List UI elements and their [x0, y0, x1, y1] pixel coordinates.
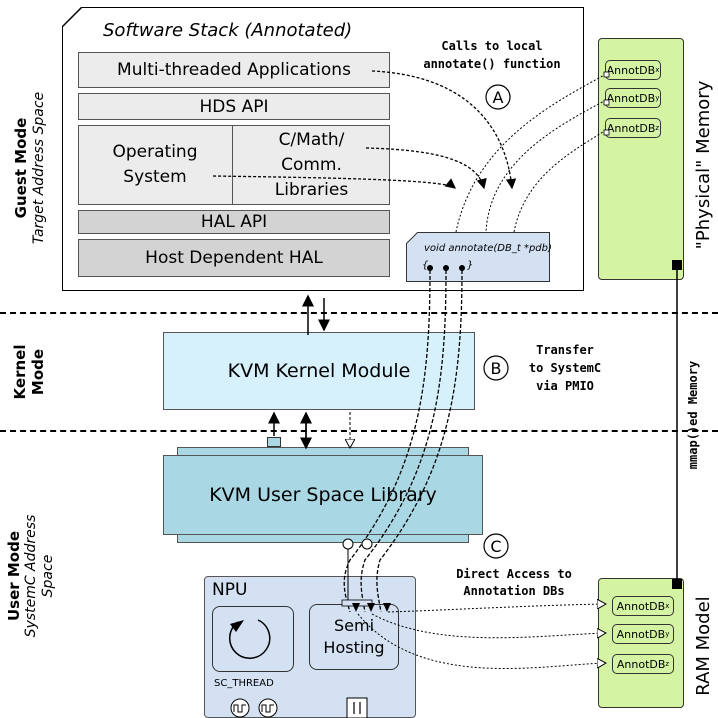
npu-title: NPU — [212, 580, 248, 600]
calls-note: Calls to local annotate() function — [392, 37, 592, 73]
semi-link-3 — [376, 269, 463, 613]
layer-operating-system: Operating System — [78, 125, 233, 205]
kvm-user-space-library-label: KVM User Space Library — [209, 484, 437, 506]
call-arrow-os — [212, 175, 457, 189]
kvm-user-space-library: KVM User Space Library — [163, 455, 483, 535]
layer-hds-api-label: HDS API — [199, 96, 269, 117]
layer-os-group — [78, 125, 390, 205]
db-link-z — [513, 129, 607, 233]
marker-c-icon: C — [483, 533, 509, 559]
io-port-icon — [346, 697, 368, 718]
transfer-note-line2: to SystemC — [528, 361, 602, 375]
direct-access-line1: Direct Access to — [456, 567, 572, 581]
layer-applications-label: Multi-threaded Applications — [117, 60, 351, 80]
separator-kernel-user — [0, 430, 718, 432]
layer-hal-api: HAL API — [78, 210, 390, 234]
sc-thread-label: SC_THREAD — [214, 678, 274, 689]
ram-link-y — [371, 613, 606, 638]
lib-line1: C/Math/ — [278, 129, 345, 150]
transfer-note-line3: via PMIO — [536, 379, 594, 393]
call-arrow-libs — [365, 147, 487, 190]
lib-line3: Libraries — [274, 179, 349, 200]
library-port — [267, 437, 281, 447]
marker-a-text: A — [493, 88, 504, 107]
ram-link-x — [387, 604, 606, 613]
clock-port-icon-1 — [230, 698, 250, 718]
software-stack-title: Software Stack (Annotated) — [103, 20, 353, 41]
layer-applications: Multi-threaded Applications — [78, 52, 390, 88]
kvm-kernel-module-label: KVM Kernel Module — [227, 360, 411, 382]
annotate-brace-close: } — [467, 260, 474, 271]
layer-host-hal-label: Host Dependent HAL — [145, 248, 323, 268]
os-line1: Operating — [112, 142, 198, 162]
calls-note-line2: annotate() function — [423, 57, 561, 71]
annotate-note-corner — [406, 232, 419, 245]
transfer-note-line1: Transfer — [536, 343, 594, 357]
marker-a-icon: A — [485, 84, 511, 110]
separator-guest-kernel — [0, 312, 718, 314]
kvm-kernel-module: KVM Kernel Module — [163, 332, 475, 410]
calls-note-line1: Calls to local — [441, 39, 543, 53]
marker-b-text: B — [491, 359, 502, 378]
os-line2: System — [123, 167, 187, 187]
layer-hal-api-label: HAL API — [200, 212, 268, 232]
software-stack-corner — [62, 7, 83, 28]
marker-b-icon: B — [483, 355, 509, 381]
sc-thread-box — [212, 606, 294, 672]
ram-link-z — [357, 613, 606, 670]
direct-access-line2: Annotation DBs — [463, 584, 565, 598]
annotate-signature: void annotate(DB_t *pdb) — [424, 243, 552, 254]
layer-hds-api: HDS API — [78, 93, 390, 120]
layer-host-hal: Host Dependent HAL — [78, 239, 390, 277]
marker-c-text: C — [490, 537, 501, 556]
clock-port-icon-2 — [258, 698, 278, 718]
transfer-note: Transfer to SystemC via PMIO — [510, 341, 620, 395]
db-link-y — [485, 99, 607, 233]
rotate-icon — [228, 619, 271, 659]
semi-link-1 — [343, 269, 431, 613]
semi-hosting-line2: Hosting — [323, 638, 385, 657]
semi-link-2 — [360, 269, 447, 613]
layer-libraries: C/Math/ Comm. Libraries — [233, 125, 390, 205]
db-link-x — [455, 73, 607, 233]
lib-line2: Comm. — [281, 154, 342, 175]
annotate-brace-open: { — [422, 260, 429, 271]
call-arrow-apps — [371, 70, 517, 190]
direct-access-note: Direct Access to Annotation DBs — [434, 566, 594, 600]
